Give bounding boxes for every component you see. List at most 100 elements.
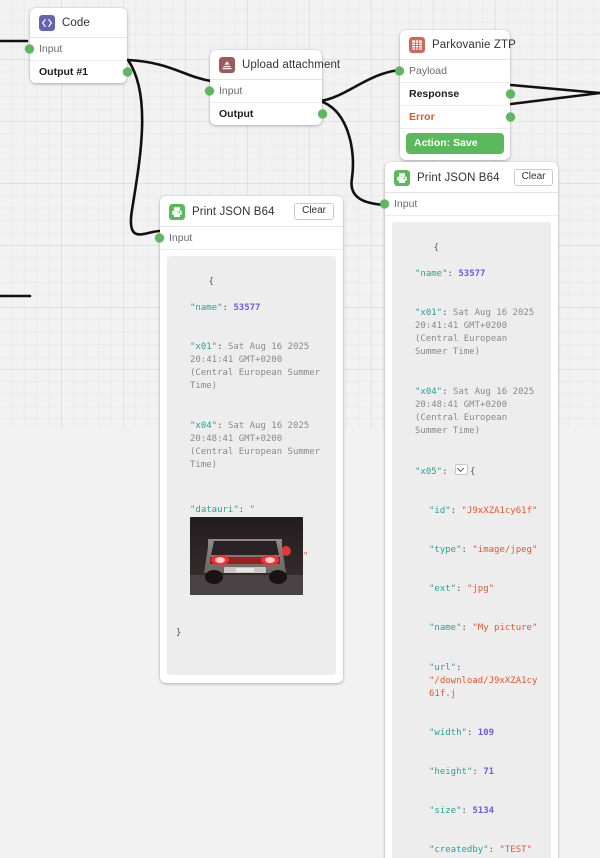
print-left-open-brace: {: [208, 277, 214, 288]
json-sep: :: [472, 766, 484, 777]
port-dot-print-left-input[interactable]: [155, 233, 164, 243]
port-label-parkovanie-response: Response: [409, 88, 460, 100]
node-print-json-b64-left[interactable]: Print JSON B64 Clear Input { "name": 535…: [155, 196, 343, 684]
print-left-header[interactable]: Print JSON B64 Clear: [160, 196, 343, 227]
node-code-header[interactable]: Code: [30, 8, 127, 38]
port-dot-parkovanie-payload[interactable]: [395, 66, 404, 76]
json-sep: :: [456, 662, 467, 673]
node-parkovanie-title: Parkovanie ZTP: [432, 39, 516, 51]
printer-icon: [394, 169, 410, 186]
json-value: {: [469, 466, 476, 477]
upload-icon: [219, 57, 235, 73]
port-row-code-output[interactable]: Output #1: [30, 61, 132, 83]
print-left-json-console[interactable]: { "name": 53577 "x01": Sat Aug 16 2025 2…: [167, 256, 336, 676]
port-row-upload-input[interactable]: Input: [205, 80, 322, 103]
json-line: "name": "My picture": [401, 622, 542, 635]
json-sep: :: [466, 727, 478, 738]
node-parkovanie-ztp[interactable]: Parkovanie ZTP Payload Response Error Ac…: [395, 30, 516, 160]
json-quote-end: ": [303, 551, 309, 562]
port-row-parkovanie-payload[interactable]: Payload: [395, 60, 510, 83]
json-line: "x01": Sat Aug 16 2025 20:41:41 GMT+0200…: [401, 307, 542, 359]
node-parkovanie-header[interactable]: Parkovanie ZTP: [400, 30, 516, 60]
port-label-print-left-input: Input: [169, 232, 193, 244]
node-code[interactable]: Code Input Output #1: [25, 8, 132, 83]
port-row-print-right-input[interactable]: Input: [380, 193, 558, 216]
json-key: "x04": [190, 420, 218, 431]
port-label-parkovanie-payload: Payload: [409, 65, 447, 77]
node-code-title: Code: [62, 17, 90, 29]
chevron-down-icon[interactable]: [454, 463, 468, 475]
json-value: 71: [483, 766, 495, 777]
json-key: "id": [429, 505, 451, 516]
print-left-title: Print JSON B64: [192, 205, 275, 218]
json-line-collapsible: "x05": {: [401, 463, 542, 479]
json-key: "x05": [415, 466, 443, 477]
json-line-datauri: "datauri": "": [176, 504, 327, 595]
print-right-json-console[interactable]: { "name": 53577 "x01": Sat Aug 16 2025 2…: [392, 222, 551, 858]
json-key: "x01": [190, 342, 218, 353]
port-row-code-input[interactable]: Input: [25, 38, 127, 61]
json-sep: :: [456, 584, 467, 595]
node-upload-title: Upload attachment: [242, 59, 341, 71]
json-sep: :: [461, 806, 473, 817]
port-row-print-left-input[interactable]: Input: [155, 227, 343, 250]
json-key: "ext": [429, 584, 457, 595]
json-line: "x04": Sat Aug 16 2025 20:48:41 GMT+0200…: [401, 386, 542, 438]
json-line: "x01": Sat Aug 16 2025 20:41:41 GMT+0200…: [176, 341, 327, 393]
port-dot-parkovanie-response[interactable]: [506, 89, 515, 99]
json-sep: :: [442, 466, 453, 477]
json-line: "x04": Sat Aug 16 2025 20:48:41 GMT+0200…: [176, 420, 327, 472]
json-line: "height": 71: [401, 766, 542, 779]
json-sep: :: [461, 623, 473, 634]
print-right-header[interactable]: Print JSON B64 Clear: [385, 162, 558, 193]
port-row-parkovanie-error[interactable]: Error: [400, 106, 515, 129]
code-brackets-icon: [39, 15, 55, 31]
json-line: "size": 5134: [401, 805, 542, 818]
json-line: "width": 109: [401, 727, 542, 740]
json-key: "height": [429, 766, 473, 777]
json-sep: :: [447, 269, 459, 280]
json-line: "createdby": "TEST": [401, 844, 542, 857]
json-key: "size": [429, 806, 462, 817]
json-line: "type": "image/jpeg": [401, 544, 542, 557]
port-row-upload-output[interactable]: Output: [210, 103, 327, 125]
json-value: "J9xXZA1cy61f": [461, 505, 538, 516]
json-sep: :: [222, 303, 234, 314]
json-sep: :: [488, 845, 500, 856]
json-quote: ": [249, 504, 256, 515]
print-right-open-brace: {: [433, 243, 439, 254]
print-right-clear-button[interactable]: Clear: [513, 169, 554, 186]
json-line: "name": 53577: [176, 302, 327, 315]
node-upload-header[interactable]: Upload attachment: [210, 50, 340, 80]
node-upload-attachment[interactable]: Upload attachment Input Output: [205, 50, 340, 125]
json-value: 53577: [458, 269, 486, 280]
json-sep: :: [442, 308, 453, 319]
json-key: "datauri": [190, 504, 239, 515]
port-dot-code-output[interactable]: [123, 67, 132, 77]
json-value: "My picture": [472, 623, 538, 634]
port-dot-parkovanie-error[interactable]: [506, 112, 515, 122]
json-value: "/download/J9xXZA1cy61f.j: [429, 675, 538, 699]
json-key: "x01": [415, 308, 443, 319]
json-line: "url": "/download/J9xXZA1cy61f.j: [401, 662, 542, 701]
json-sep: :: [450, 505, 462, 516]
port-label-code-input: Input: [39, 43, 63, 55]
print-right-title: Print JSON B64: [417, 171, 500, 184]
port-dot-upload-input[interactable]: [205, 86, 214, 96]
json-value: "TEST": [499, 845, 532, 856]
port-dot-code-input[interactable]: [25, 44, 34, 54]
json-value: "image/jpeg": [472, 545, 538, 556]
parkovanie-action-badge[interactable]: Action: Save: [406, 133, 504, 154]
json-line: "ext": "jpg": [401, 583, 542, 596]
json-key: "name": [415, 269, 448, 280]
json-key: "url": [429, 662, 457, 673]
print-left-clear-button[interactable]: Clear: [294, 203, 334, 220]
port-dot-upload-output[interactable]: [318, 109, 327, 119]
node-print-json-b64-right[interactable]: Print JSON B64 Clear Input { "name": 535…: [380, 162, 558, 858]
port-row-parkovanie-response[interactable]: Response: [400, 83, 515, 106]
port-label-print-right-input: Input: [394, 198, 418, 210]
json-line: "id": "J9xXZA1cy61f": [401, 505, 542, 518]
port-label-parkovanie-error: Error: [409, 111, 435, 123]
json-sep: :: [217, 342, 228, 353]
port-dot-print-right-input[interactable]: [380, 199, 389, 209]
